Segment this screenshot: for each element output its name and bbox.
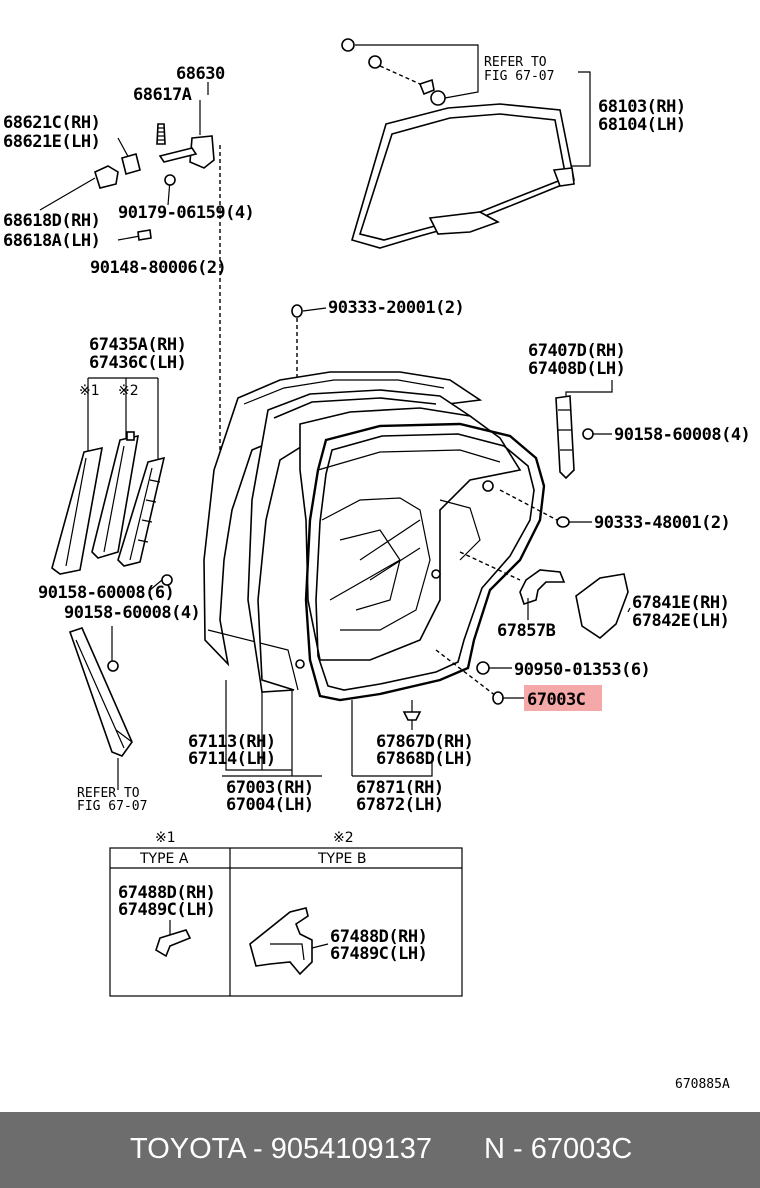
callout-67004[interactable]: 67004(LH) xyxy=(226,795,314,815)
cap-icon xyxy=(94,165,119,189)
callout-68617a[interactable]: 68617A xyxy=(133,85,192,105)
callout-90179[interactable]: 90179-06159(4) xyxy=(118,203,255,223)
callout-67407d[interactable]: 67407D(RH) xyxy=(528,341,626,361)
legend-mark-1: ※1 xyxy=(155,830,176,846)
screw-icon xyxy=(161,574,173,586)
callout-67113[interactable]: 67113(RH) xyxy=(188,732,276,752)
pull-handle xyxy=(519,569,566,606)
door-frame xyxy=(247,389,473,693)
refer-to-top-1[interactable]: REFER TO xyxy=(484,55,547,70)
glass-channel xyxy=(428,211,500,235)
callout-68103[interactable]: 68103(RH) xyxy=(598,97,686,117)
footer-bar: TOYOTA - 9054109137 N - 67003C xyxy=(0,1112,760,1188)
glass-clip xyxy=(552,167,575,187)
weatherstrip-2 xyxy=(91,434,139,559)
footer-position-code: N - 67003C xyxy=(484,1133,633,1165)
callout-67435a[interactable]: 67435A(RH) xyxy=(89,335,187,355)
refer-to-bottom-1[interactable]: REFER TO xyxy=(77,786,140,801)
callout-67867d[interactable]: 67867D(RH) xyxy=(376,732,474,752)
screw-icon xyxy=(582,428,594,440)
callout-67436c[interactable]: 67436C(LH) xyxy=(89,353,187,373)
clip-icon xyxy=(291,304,303,318)
mark-1[interactable]: ※1 xyxy=(79,383,100,399)
callout-67841e[interactable]: 67841E(RH) xyxy=(632,593,730,613)
quarter-glass xyxy=(351,103,575,249)
service-hole-cover xyxy=(575,573,629,640)
door-garnish xyxy=(555,395,575,480)
screw-icon xyxy=(107,660,119,672)
nut-icon xyxy=(430,90,446,106)
callout-68618d[interactable]: 68618D(RH) xyxy=(3,211,101,231)
callout-67842e[interactable]: 67842E(LH) xyxy=(632,611,730,631)
legend-a-lh[interactable]: 67489C(LH) xyxy=(118,900,216,920)
door-inner-panel xyxy=(299,407,522,661)
callout-68104[interactable]: 68104(LH) xyxy=(598,115,686,135)
diagram-code: 670885A xyxy=(675,1077,730,1092)
screw-icon xyxy=(137,229,152,241)
type-b-clip xyxy=(249,907,313,976)
callout-68621e[interactable]: 68621E(LH) xyxy=(3,132,101,152)
callout-90158-4a[interactable]: 90158-60008(4) xyxy=(64,603,201,623)
nut-icon xyxy=(164,174,176,186)
callout-67872[interactable]: 67872(LH) xyxy=(356,795,444,815)
clip-icon xyxy=(121,153,141,175)
refer-to-top-2[interactable]: FIG 67-07 xyxy=(484,69,554,84)
glass-group: REFER TO FIG 67-07 68103(RH) 68104(LH) xyxy=(341,38,686,249)
callout-67114[interactable]: 67114(LH) xyxy=(188,749,276,769)
legend-b-rh[interactable]: 67488D(RH) xyxy=(330,927,428,947)
door-outer-panel xyxy=(203,371,483,667)
callout-90158-4b[interactable]: 90158-60008(4) xyxy=(614,425,751,445)
highlight-box xyxy=(524,685,602,711)
bolt-icon xyxy=(156,123,166,145)
callout-68618a[interactable]: 68618A(LH) xyxy=(3,231,101,251)
mark-2[interactable]: ※2 xyxy=(118,383,139,399)
callout-90950[interactable]: 90950-01353(6) xyxy=(514,660,651,680)
callout-67003c[interactable]: 67003C xyxy=(527,690,586,710)
callout-90333-48001[interactable]: 90333-48001(2) xyxy=(594,513,731,533)
footer-part-number: TOYOTA - 9054109137 xyxy=(130,1133,433,1165)
clip-icon xyxy=(556,516,570,528)
callout-67871[interactable]: 67871(RH) xyxy=(356,778,444,798)
legend-type-a: TYPE A xyxy=(139,851,189,867)
clip-icon xyxy=(126,431,135,441)
callout-67857b[interactable]: 67857B xyxy=(497,621,556,641)
callout-90158-6[interactable]: 90158-60008(6) xyxy=(38,583,175,603)
legend-type-b: TYPE B xyxy=(317,851,366,867)
door-group xyxy=(203,371,546,777)
callout-68630[interactable]: 68630 xyxy=(176,64,225,84)
callout-68621c[interactable]: 68621C(RH) xyxy=(3,113,101,133)
type-a-clip xyxy=(155,929,192,958)
door-check-arm xyxy=(158,147,198,163)
weatherstrip-1 xyxy=(51,446,104,575)
callout-67868d[interactable]: 67868D(LH) xyxy=(376,749,474,769)
parts-diagram: 68630 68617A 68621C(RH) 68621E(LH) 68618… xyxy=(3,38,751,1092)
legend-b-lh[interactable]: 67489C(LH) xyxy=(330,944,428,964)
callout-67408d[interactable]: 67408D(LH) xyxy=(528,359,626,379)
clip-top-group: 90333-20001(2) xyxy=(291,298,465,400)
callout-67003[interactable]: 67003(RH) xyxy=(226,778,314,798)
door-weatherstrip xyxy=(304,422,546,702)
plug-icon xyxy=(476,661,490,675)
weatherstrip-group: 67435A(RH) 67436C(LH) ※1 ※2 90158-60008(… xyxy=(38,335,201,814)
bottom-callouts: 67113(RH) 67114(LH) 67003(RH) 67004(LH) … xyxy=(188,732,444,815)
door-check-bracket xyxy=(189,135,215,169)
legend-mark-2: ※2 xyxy=(333,830,354,846)
right-parts-group: 67407D(RH) 67408D(LH) 90158-60008(4) 903… xyxy=(376,341,751,769)
callout-90148[interactable]: 90148-80006(2) xyxy=(90,258,227,278)
legend-table xyxy=(109,847,463,997)
clip-icon xyxy=(368,55,382,69)
clip-icon xyxy=(341,38,355,52)
refer-to-bottom-2[interactable]: FIG 67-07 xyxy=(77,799,147,814)
hinge-group: 68630 68617A 68621C(RH) 68621E(LH) 68618… xyxy=(3,64,255,605)
screw-icon xyxy=(418,78,435,96)
hole-icon xyxy=(295,659,305,669)
type-legend: ※1 ※2 TYPE A TYPE B 67488D(RH) 67489C(LH… xyxy=(109,830,463,997)
callout-90333-20001[interactable]: 90333-20001(2) xyxy=(328,298,465,318)
hole-icon xyxy=(431,569,441,579)
fastener-icon xyxy=(402,711,422,721)
legend-a-rh[interactable]: 67488D(RH) xyxy=(118,883,216,903)
hole-icon xyxy=(482,480,494,492)
clip-icon xyxy=(492,691,504,705)
